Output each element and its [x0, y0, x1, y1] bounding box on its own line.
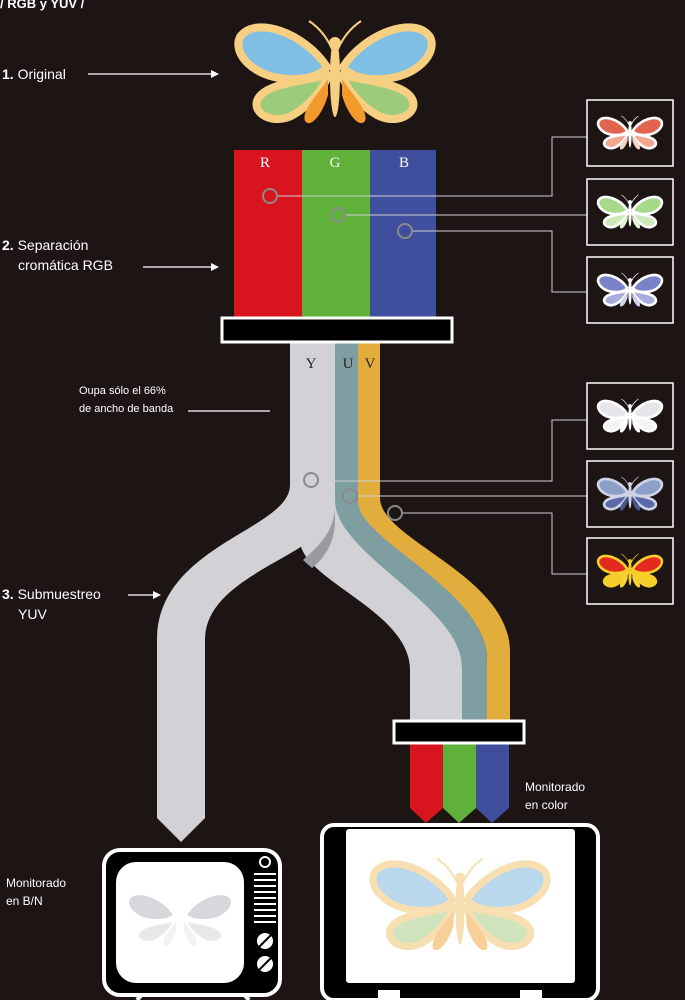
bandwidth-note-line1: Oupa sólo el 66% [79, 385, 166, 397]
y-stream-shadow [303, 505, 335, 568]
step-3-label: 3. Submuestreo YUV [2, 584, 101, 624]
bw-monitor-line1: Monitorado [6, 876, 67, 890]
g-channel-bar [302, 150, 370, 318]
v-stream [356, 342, 510, 725]
b-channel-bar [370, 150, 436, 318]
y-letter: Y [306, 356, 317, 372]
step-3-line2: YUV [18, 606, 47, 622]
g-letter: G [330, 155, 341, 171]
step-1-number: 1. [2, 66, 14, 82]
color-monitor-line2: en color [525, 798, 568, 812]
g-channel-butterfly-icon [596, 194, 664, 229]
b-channel-butterfly-icon [596, 272, 664, 307]
b-output-arrow [476, 743, 509, 823]
g-sample-box [586, 178, 674, 246]
output-rgb-arrows [410, 743, 509, 823]
u-channel-butterfly-icon [596, 476, 664, 511]
r-output-arrow [410, 743, 443, 823]
u-letter: U [343, 356, 354, 372]
g-output-arrow [443, 743, 476, 823]
sample-boxes [586, 99, 674, 605]
b-sample-box [586, 256, 674, 324]
r-channel-bar [234, 150, 302, 318]
v-sample-box [586, 537, 674, 605]
page-title: / RGB y YUV / [0, 0, 85, 11]
y-stream-right [300, 500, 462, 725]
step-1-text: Original [17, 66, 66, 82]
yuv-streams [157, 342, 510, 842]
v-channel-butterfly-icon [596, 553, 664, 588]
rgb-bars [234, 150, 436, 318]
sample-markers [262, 188, 413, 521]
bw-tv-butterfly-icon [124, 888, 236, 946]
converter-box-bottom [392, 719, 526, 745]
bandwidth-note: Oupa sólo el 66% de ancho de banda [79, 382, 173, 418]
step-2-label: 2. Separación cromática RGB [2, 235, 113, 275]
step-3-number: 3. [2, 586, 14, 602]
bw-monitor-label: Monitorado en B/N [6, 874, 66, 910]
channel-connectors [277, 136, 587, 575]
y-sample-box [586, 382, 674, 450]
r-channel-butterfly-icon [596, 115, 664, 150]
step-3-line1: Submuestreo [17, 586, 101, 602]
step-2-line2: cromática RGB [18, 257, 113, 273]
step-1-label: 1. Original [2, 64, 66, 84]
bandwidth-note-line2: de ancho de banda [79, 403, 174, 415]
u-stream [335, 342, 487, 725]
label-arrows [88, 70, 270, 599]
r-letter: R [260, 155, 270, 171]
original-butterfly-icon [234, 20, 436, 124]
y-stream-left [157, 342, 335, 842]
r-sample-box [586, 99, 674, 167]
y-channel-butterfly-icon [596, 398, 664, 433]
step-2-line1: Separación [17, 237, 89, 253]
color-monitor-line1: Monitorado [525, 780, 586, 794]
color-monitor-label: Monitorado en color [525, 778, 585, 814]
step-2-number: 2. [2, 237, 14, 253]
converter-box-top [220, 316, 454, 344]
bw-monitor-line2: en B/N [6, 894, 43, 908]
b-letter: B [399, 155, 409, 171]
v-letter: V [365, 356, 376, 372]
color-monitor-butterfly-icon [369, 857, 551, 951]
u-sample-box [586, 460, 674, 528]
